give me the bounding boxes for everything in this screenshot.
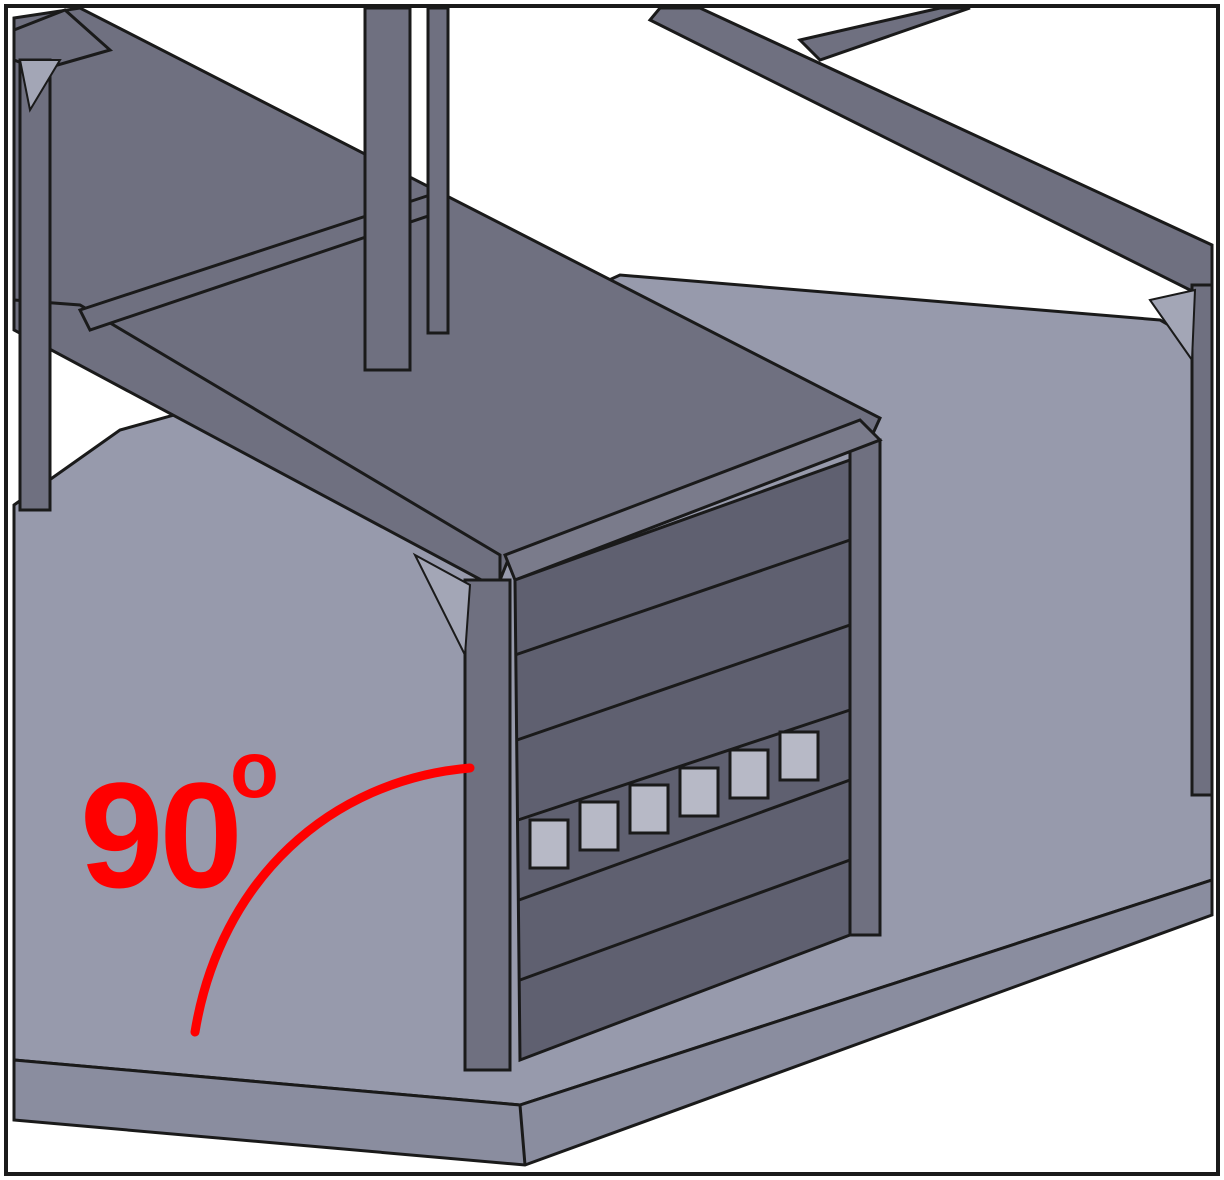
columns [18, 6, 1214, 1072]
door-left-post [463, 578, 512, 1072]
door-window [678, 766, 720, 818]
door-window [728, 748, 770, 800]
door-window [778, 730, 820, 782]
door-header [503, 418, 883, 582]
angle-value: 90 [80, 751, 243, 919]
door-right-post [848, 438, 882, 937]
center-column [363, 6, 412, 372]
knee-braces [18, 59, 1197, 659]
center-column-slim [426, 6, 450, 335]
door-window [528, 818, 570, 870]
door-window [628, 783, 670, 835]
door-window [578, 800, 620, 852]
image-border [4, 4, 1220, 1176]
angle-label: 90 o [80, 730, 279, 911]
left-column [18, 58, 52, 512]
angle-arc [190, 763, 475, 1037]
degree-symbol: o [230, 725, 279, 814]
sectional-door [513, 457, 852, 1063]
door-windows [528, 730, 820, 870]
right-column [1190, 283, 1214, 797]
